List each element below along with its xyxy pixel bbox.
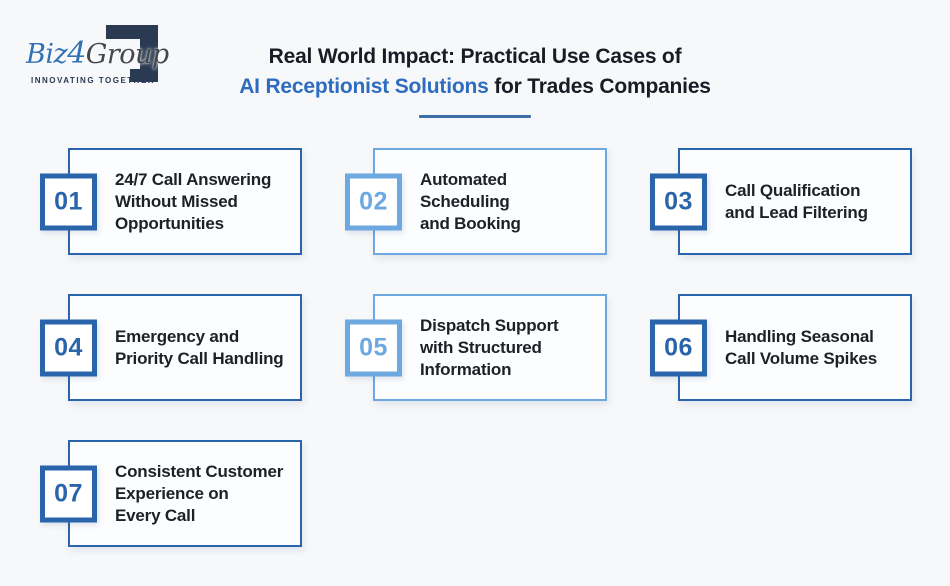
card-number: 03	[664, 187, 693, 215]
header: Real World Impact: Practical Use Cases o…	[0, 42, 950, 118]
card-title: Handling Seasonal Call Volume Spikes	[725, 326, 877, 368]
card-title: Automated Scheduling and Booking	[420, 169, 521, 233]
card-number: 02	[359, 187, 388, 215]
card-title: Consistent Customer Experience on Every …	[115, 461, 284, 525]
use-case-grid: 01 24/7 Call Answering Without Missed Op…	[40, 148, 912, 547]
page-title-line2-rest: for Trades Companies	[488, 75, 711, 98]
card-number-box: 03	[650, 173, 707, 230]
card-number: 05	[359, 333, 388, 361]
logo-bracket-icon	[106, 25, 158, 82]
use-case-card-5: 05 Dispatch Support with Structured Info…	[345, 294, 607, 401]
logo-tagline: INNOVATING TOGETHER	[31, 76, 156, 85]
use-case-card-4: 04 Emergency and Priority Call Handling	[40, 294, 302, 401]
logo-four: 4	[67, 36, 86, 71]
use-case-card-7: 07 Consistent Customer Experience on Eve…	[40, 440, 302, 547]
card-outline	[678, 294, 912, 401]
card-number: 01	[54, 187, 83, 215]
page-title-line1: Real World Impact: Practical Use Cases o…	[268, 45, 682, 68]
title-underline	[419, 115, 531, 118]
card-title: 24/7 Call Answering Without Missed Oppor…	[115, 169, 272, 233]
use-case-card-6: 06 Handling Seasonal Call Volume Spikes	[650, 294, 912, 401]
logo-group: Group	[85, 39, 169, 70]
card-number-box: 01	[40, 173, 97, 230]
card-number-box: 07	[40, 465, 97, 522]
card-outline	[678, 148, 912, 255]
use-case-card-2: 02 Automated Scheduling and Booking	[345, 148, 607, 255]
card-outline	[68, 440, 302, 547]
use-case-card-3: 03 Call Qualification and Lead Filtering	[650, 148, 912, 255]
logo: Biz4Group INNOVATING TOGETHER	[24, 12, 194, 104]
logo-wordmark: Biz4Group	[26, 36, 169, 71]
card-number-box: 04	[40, 319, 97, 376]
use-case-card-1: 01 24/7 Call Answering Without Missed Op…	[40, 148, 302, 255]
card-number: 07	[54, 479, 83, 507]
page-title-highlight: AI Receptionist Solutions	[239, 75, 489, 98]
card-outline	[373, 148, 607, 255]
card-number-box: 06	[650, 319, 707, 376]
card-title: Emergency and Priority Call Handling	[115, 326, 284, 368]
card-title: Call Qualification and Lead Filtering	[725, 180, 868, 222]
card-outline	[68, 294, 302, 401]
page-title-line2: AI Receptionist Solutions for Trades Com…	[0, 72, 950, 102]
card-number-box: 02	[345, 173, 402, 230]
card-title: Dispatch Support with Structured Informa…	[420, 315, 559, 379]
card-outline	[68, 148, 302, 255]
card-number: 06	[664, 333, 693, 361]
card-number-box: 05	[345, 319, 402, 376]
card-number: 04	[54, 333, 83, 361]
card-outline	[373, 294, 607, 401]
logo-biz: Biz	[26, 39, 68, 70]
